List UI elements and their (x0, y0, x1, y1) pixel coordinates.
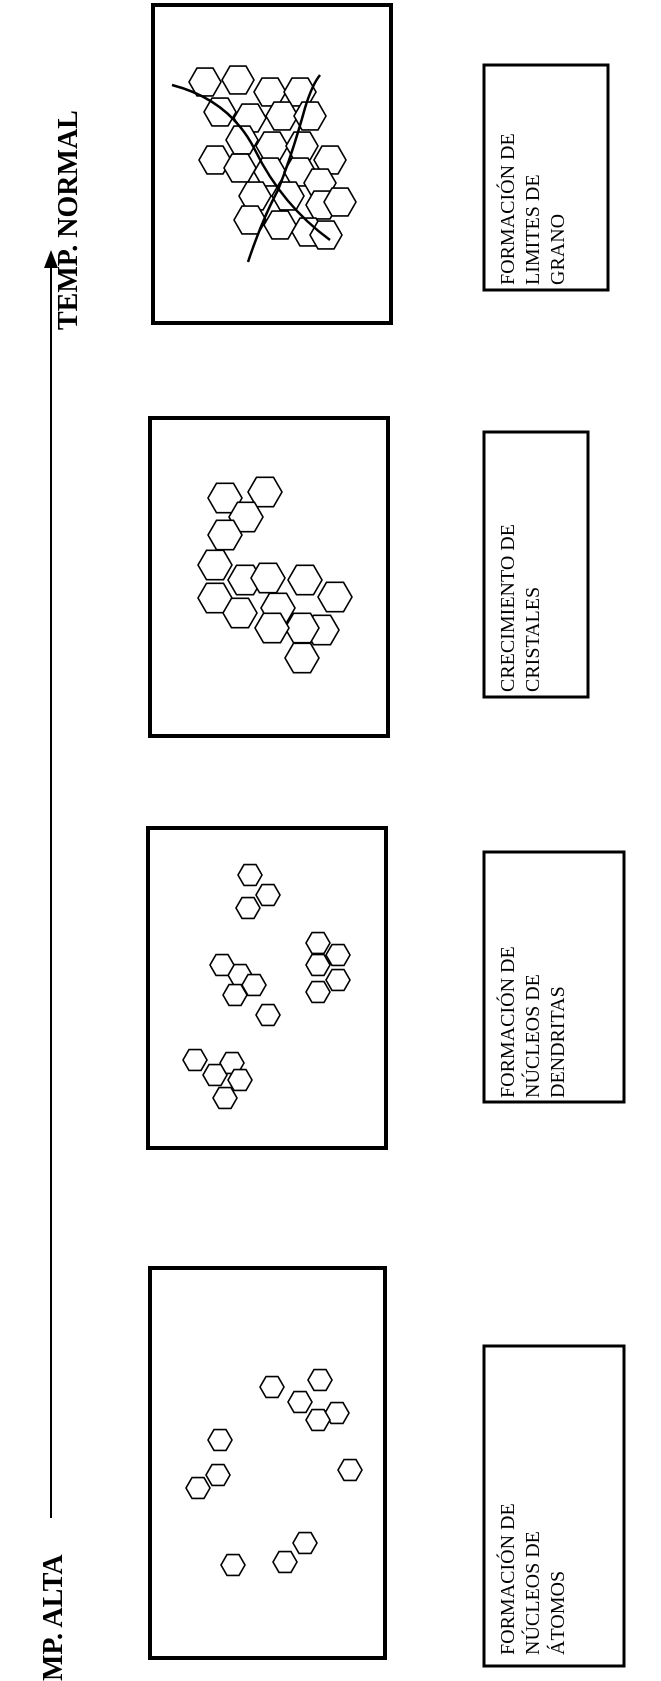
hexagon-crystal (306, 982, 330, 1003)
caption-line: LIMITES DE (522, 174, 544, 285)
hexagon-crystal (204, 98, 236, 126)
hexagon-crystal (186, 1478, 210, 1499)
hexagon-crystal (285, 613, 319, 642)
hexagon-crystal (256, 885, 280, 906)
hexagon-crystal (221, 1555, 245, 1576)
hexagon-crystal (255, 613, 289, 642)
hexagon-crystal (324, 188, 356, 216)
hexagon-crystal (208, 1430, 232, 1451)
hexagon-crystal (293, 1533, 317, 1554)
caption-line: DENDRITAS (547, 986, 569, 1098)
hexagon-crystal (288, 1392, 312, 1413)
hexagon-crystal (238, 865, 262, 886)
hexagon-crystal (306, 1410, 330, 1431)
caption-line: CRISTALES (522, 587, 544, 692)
hexagon-crystal (310, 221, 342, 249)
hexagon-crystal (264, 211, 296, 239)
hexagon-crystal (326, 970, 350, 991)
hexagon-crystal (223, 985, 247, 1006)
hexagon-crystal (234, 206, 266, 234)
hexagon-crystal (288, 565, 322, 594)
hexagon-crystal (273, 1552, 297, 1573)
hexagon-crystal (306, 933, 330, 954)
temperature-axis (44, 250, 58, 1518)
hexagon-crystal (236, 898, 260, 919)
hexagon-crystal (326, 945, 350, 966)
caption-line: FORMACIÓN DE (495, 946, 519, 1098)
caption-line: ÁTOMOS (546, 1571, 569, 1655)
caption-line: NÚCLEOS DE (520, 974, 544, 1098)
axis-start-label: MP. ALTA (38, 1554, 69, 1681)
caption-line: CRECIMIENTO DE (497, 524, 519, 692)
hexagon-crystal (260, 1377, 284, 1398)
hexagon-crystal (306, 955, 330, 976)
hexagon-crystal (223, 598, 257, 627)
hexagon-crystal (308, 1370, 332, 1391)
caption-line: NÚCLEOS DE (520, 1531, 544, 1655)
hexagon-crystal (183, 1050, 207, 1071)
caption-line: FORMACIÓN DE (495, 1503, 519, 1655)
hexagon-crystal (206, 1465, 230, 1486)
hexagon-crystal (208, 520, 242, 549)
hexagon-crystal (338, 1460, 362, 1481)
hexagon-crystal (285, 643, 319, 672)
hexagon-crystal (251, 563, 285, 592)
hexagon-crystal (256, 1005, 280, 1026)
axis-end-label: TEMP. NORMAL (53, 110, 84, 330)
panel-dendrite-nuclei (148, 828, 386, 1148)
hexagon-crystal (318, 582, 352, 611)
hexagon-crystal (198, 550, 232, 579)
hexagon-crystal (213, 1088, 237, 1109)
hexagon-crystal (222, 66, 254, 94)
caption-line: GRANO (547, 214, 569, 285)
hexagon-crystal (256, 132, 288, 160)
hexagon-crystal (210, 955, 234, 976)
caption-line: FORMACIÓN DE (495, 133, 519, 285)
hexagon-crystal (224, 154, 256, 182)
